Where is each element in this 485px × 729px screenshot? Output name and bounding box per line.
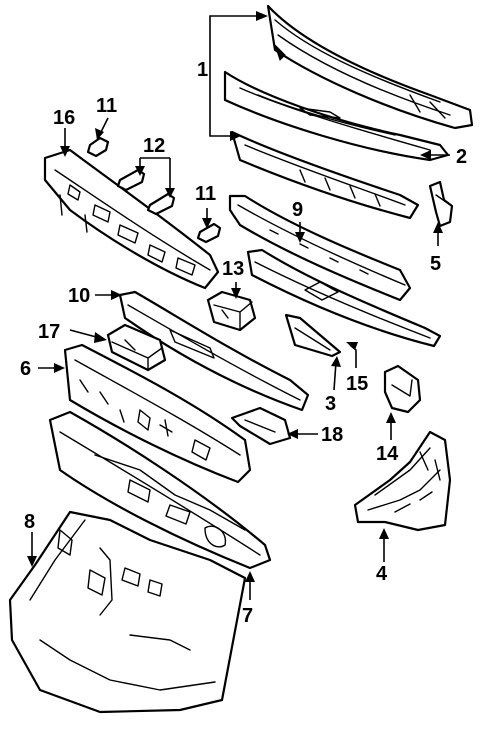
callout-13: 13 <box>222 258 244 280</box>
callout-4: 4 <box>376 563 388 585</box>
callout-15: 15 <box>346 373 368 395</box>
callout-11-upper: 11 <box>96 95 117 117</box>
callout-16: 16 <box>53 107 75 129</box>
bracket-14 <box>383 364 422 414</box>
callout-5: 5 <box>430 253 441 275</box>
callout-1: 1 <box>197 59 208 81</box>
callout-6: 6 <box>20 358 31 380</box>
cowl-panel <box>223 70 450 162</box>
bracket-17 <box>106 323 167 372</box>
callout-12: 12 <box>143 135 165 157</box>
side-panel-4 <box>353 430 452 532</box>
callout-2: 2 <box>456 146 467 168</box>
bracket-11b <box>196 222 222 244</box>
plenum-panel <box>246 248 442 348</box>
box-bracket-13 <box>206 290 257 332</box>
callout-8: 8 <box>24 511 35 533</box>
callout-labels: 1 2 3 4 5 6 7 8 9 10 11 11 12 13 14 15 1… <box>20 59 467 627</box>
callout-3: 3 <box>325 393 336 415</box>
cowl-lower-panel <box>230 130 420 220</box>
bracket-11a <box>86 136 110 158</box>
bracket-18 <box>230 406 292 446</box>
plate-3 <box>284 313 342 358</box>
cowl-top-panel <box>266 4 474 130</box>
callout-11-lower: 11 <box>195 183 216 205</box>
callout-10: 10 <box>68 285 90 307</box>
callout-17: 17 <box>38 321 60 343</box>
dash-panel-upper <box>118 290 310 412</box>
callout-9: 9 <box>292 199 303 221</box>
leader-lines <box>27 11 450 600</box>
cowl-inner-panel <box>228 194 412 302</box>
callout-18: 18 <box>321 424 343 446</box>
dash-panel <box>63 343 252 484</box>
callout-7: 7 <box>242 605 253 627</box>
lower-dash-panel <box>48 410 272 570</box>
dash-insulator <box>8 510 247 714</box>
callout-14: 14 <box>376 443 399 465</box>
dash-reinforcement <box>43 148 220 290</box>
side-bracket-5 <box>428 180 454 228</box>
